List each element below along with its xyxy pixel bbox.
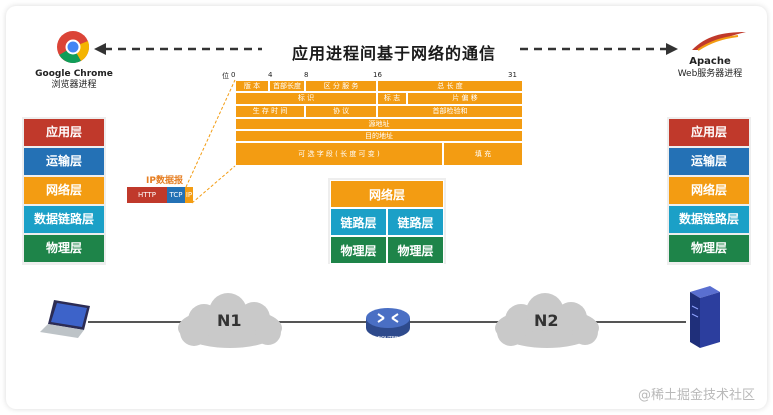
left-datalink-layer: 数据链路层 bbox=[24, 206, 104, 233]
router-physical-layer-right: 物理层 bbox=[387, 236, 444, 264]
bit-tick-0: 0 bbox=[231, 71, 236, 79]
right-physical-layer: 物理层 bbox=[669, 235, 749, 262]
router-icon bbox=[364, 304, 412, 342]
right-datalink-layer: 数据链路层 bbox=[669, 206, 749, 233]
bit-tick-31: 31 bbox=[508, 71, 517, 79]
router-physical-layer-left: 物理层 bbox=[330, 236, 387, 264]
right-transport-layer: 运输层 bbox=[669, 148, 749, 175]
header-checksum: 首部检验和 bbox=[377, 105, 523, 118]
router-link-layer-right: 链路层 bbox=[387, 208, 444, 236]
left-transport-layer: 运输层 bbox=[24, 148, 104, 175]
packet-http: HTTP bbox=[127, 187, 167, 203]
cloud-n2-icon bbox=[489, 292, 605, 354]
apache-feather-icon bbox=[688, 30, 748, 52]
right-application-layer: 应用层 bbox=[669, 119, 749, 146]
header-identification: 标 识 bbox=[235, 92, 377, 105]
header-source-address: 源地址 bbox=[235, 118, 523, 130]
chrome-label: Google Chrome bbox=[35, 69, 113, 79]
header-dscp: 区 分 服 务 bbox=[305, 80, 377, 92]
header-protocol: 协 议 bbox=[305, 105, 377, 118]
header-ttl: 生 存 时 间 bbox=[235, 105, 305, 118]
cloud-n1-label: N1 bbox=[217, 311, 242, 330]
header-version: 版 本 bbox=[235, 80, 269, 92]
laptop-icon bbox=[40, 298, 96, 342]
right-network-layer: 网络层 bbox=[669, 177, 749, 204]
bit-label: 位 bbox=[222, 72, 229, 80]
header-total-length: 总 长 度 bbox=[377, 80, 523, 92]
bit-tick-16: 16 bbox=[373, 71, 382, 79]
header-flags: 标 志 bbox=[377, 92, 407, 105]
bit-tick-4: 4 bbox=[268, 71, 273, 79]
cloud-n2-label: N2 bbox=[534, 311, 559, 330]
left-physical-layer: 物理层 bbox=[24, 235, 104, 262]
router-label: ROUTER bbox=[377, 336, 399, 342]
diagram-title: 应用进程间基于网络的通信 bbox=[291, 44, 496, 63]
header-options: 可 选 字 段 ( 长 度 可 变 ) bbox=[235, 142, 443, 166]
diagram-card: 应用进程间基于网络的通信 Google Chrome 浏览器进程 Apache … bbox=[6, 6, 767, 409]
header-destination-address: 目的地址 bbox=[235, 130, 523, 142]
apache-subtitle: Web服务器进程 bbox=[677, 69, 743, 79]
ip-zoom-lines bbox=[185, 79, 236, 204]
server-icon bbox=[682, 286, 722, 350]
packet-ip: IP bbox=[185, 187, 193, 203]
header-padding: 填 充 bbox=[443, 142, 523, 166]
router-link-layer-left: 链路层 bbox=[330, 208, 387, 236]
watermark-text: @稀土掘金技术社区 bbox=[637, 388, 755, 403]
ip-header: 版 本 首部长度 区 分 服 务 总 长 度 标 识 标 志 片 偏 移 生 存… bbox=[235, 80, 523, 166]
ip-datagram-label: IP数据报 bbox=[146, 176, 183, 186]
header-ihl: 首部长度 bbox=[269, 80, 305, 92]
title-arrow bbox=[94, 43, 678, 55]
chrome-subtitle: 浏览器进程 bbox=[51, 80, 97, 90]
header-fragment-offset: 片 偏 移 bbox=[407, 92, 523, 105]
router-network-layer: 网络层 bbox=[330, 180, 444, 208]
left-application-layer: 应用层 bbox=[24, 119, 104, 146]
packet-tcp: TCP bbox=[167, 187, 185, 203]
bit-tick-8: 8 bbox=[304, 71, 309, 79]
cloud-n1-icon bbox=[172, 292, 288, 354]
left-network-layer: 网络层 bbox=[24, 177, 104, 204]
apache-label: Apache bbox=[689, 56, 731, 67]
network-links bbox=[88, 321, 686, 323]
chrome-icon bbox=[56, 30, 90, 64]
